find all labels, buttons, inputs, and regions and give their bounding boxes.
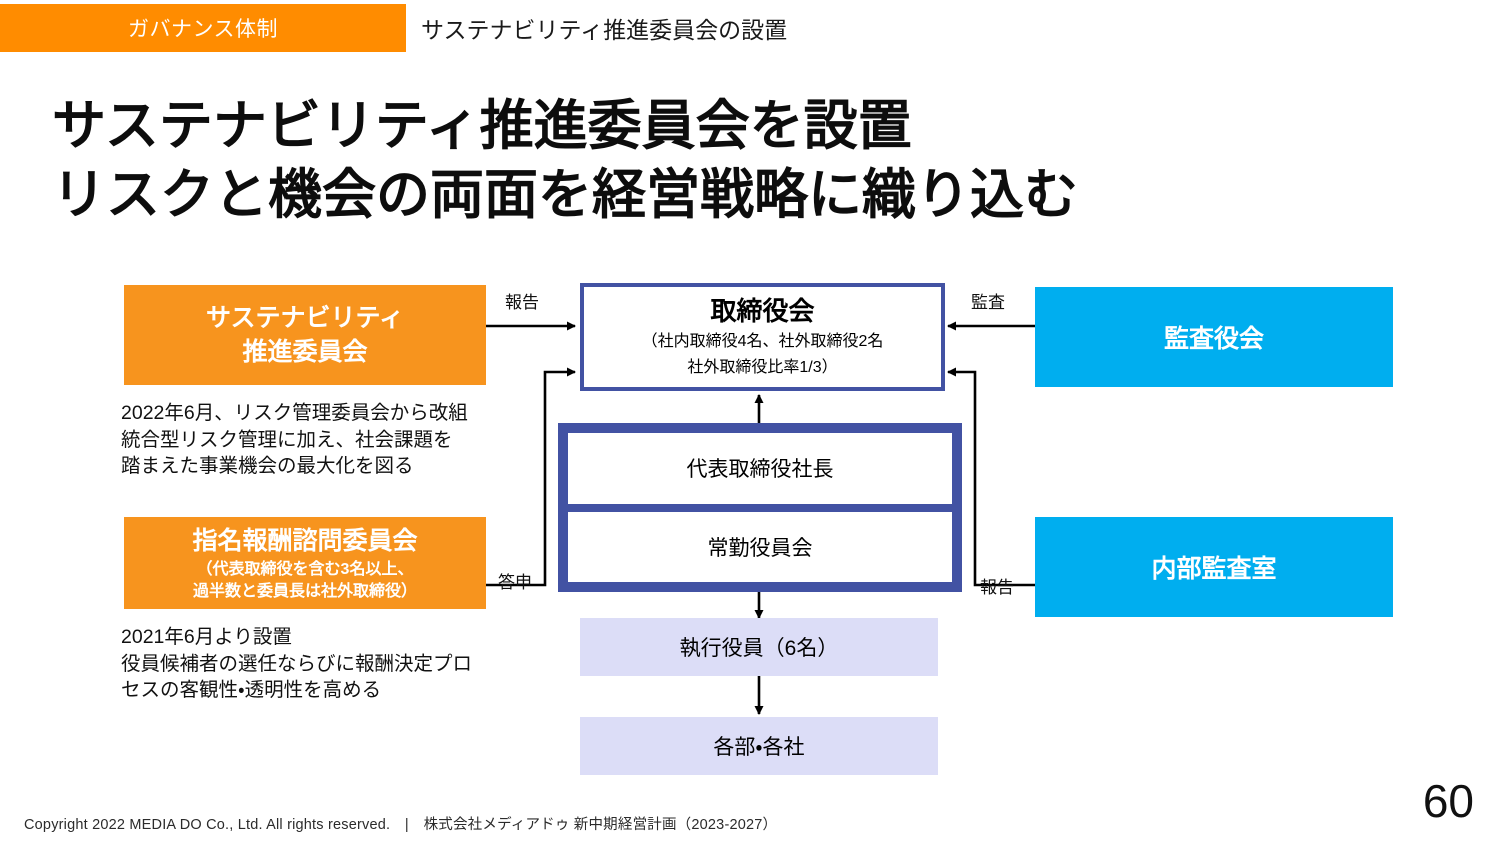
- edge-label-internal-report-to-board: 報告: [980, 578, 1014, 597]
- node-audit-board-title: 監査役会: [1163, 325, 1264, 353]
- nomination-committee-note: 2021年6月より設置 役員候補者の選任ならびに報酬決定プロ セスの客観性・透明…: [121, 626, 473, 702]
- node-executive-officers[interactable]: 執行役員（6名）: [580, 618, 938, 676]
- node-internal-audit[interactable]: 内部監査室: [1035, 517, 1393, 617]
- node-board-of-directors[interactable]: 取締役会 （社内取締役4名、社外取締役2名 社外取締役比率1/3）: [580, 283, 945, 391]
- edge-label-advisory-to-board: 答申: [498, 573, 532, 592]
- node-nomination-committee[interactable]: 指名報酬諮問委員会 （代表取締役を含む3名以上、 過半数と委員長は社外取締役）: [124, 517, 486, 609]
- node-nomination-committee-title: 指名報酬諮問委員会: [192, 526, 418, 555]
- node-nomination-committee-subtitle-line-1: （代表取締役を含む3名以上、: [196, 560, 414, 578]
- edge-label-audit-to-board: 監査: [971, 293, 1005, 312]
- node-internal-audit-title: 内部監査室: [1151, 555, 1277, 583]
- page-number: 60: [1422, 775, 1474, 827]
- node-executive-officers-label: 執行役員（6名）: [679, 637, 839, 660]
- node-sustainability-committee[interactable]: サステナビリティ 推進委員会: [124, 285, 486, 385]
- header-subtitle: サステナビリティ推進委員会の設置: [421, 17, 788, 43]
- node-sustainability-committee-title-line-1: サステナビリティ: [205, 304, 404, 332]
- node-sustainability-committee-title-line-2: 推進委員会: [242, 338, 368, 366]
- node-audit-board[interactable]: 監査役会: [1035, 287, 1393, 387]
- header-band-label: ガバナンス体制: [127, 18, 279, 41]
- executive-group-frame: 代表取締役社長 常勤役員会: [558, 423, 962, 592]
- node-departments[interactable]: 各部・各社: [580, 717, 938, 775]
- page-title-line-1: サステナビリティ推進委員会を設置: [52, 96, 912, 156]
- node-board-of-directors-title: 取締役会: [710, 295, 815, 326]
- node-executive-board[interactable]: 常勤役員会: [568, 511, 952, 582]
- edge-label-report-to-board: 報告: [505, 293, 539, 312]
- footer-copyright: Copyright 2022 MEDIA DO Co., Ltd. All ri…: [24, 817, 778, 833]
- sustainability-committee-note: 2022年6月、リスク管理委員会から改組 統合型リスク管理に加え、社会課題を 踏…: [121, 402, 468, 478]
- page-title: サステナビリティ推進委員会を設置 リスクと機会の両面を経営戦略に織り込む: [52, 92, 1352, 230]
- node-nomination-committee-subtitle-line-2: 過半数と委員長は社外取締役）: [192, 583, 417, 600]
- header-band: ガバナンス体制: [0, 4, 406, 52]
- page-title-line-2: リスクと機会の両面を経営戦略に織り込む: [52, 165, 1078, 226]
- node-board-of-directors-subtitle-line-1: （社内取締役4名、社外取締役2名: [641, 333, 884, 351]
- node-president[interactable]: 代表取締役社長: [568, 433, 952, 504]
- node-board-of-directors-subtitle-line-2: 社外取締役比率1/3）: [687, 358, 838, 376]
- node-departments-label: 各部・各社: [713, 736, 805, 759]
